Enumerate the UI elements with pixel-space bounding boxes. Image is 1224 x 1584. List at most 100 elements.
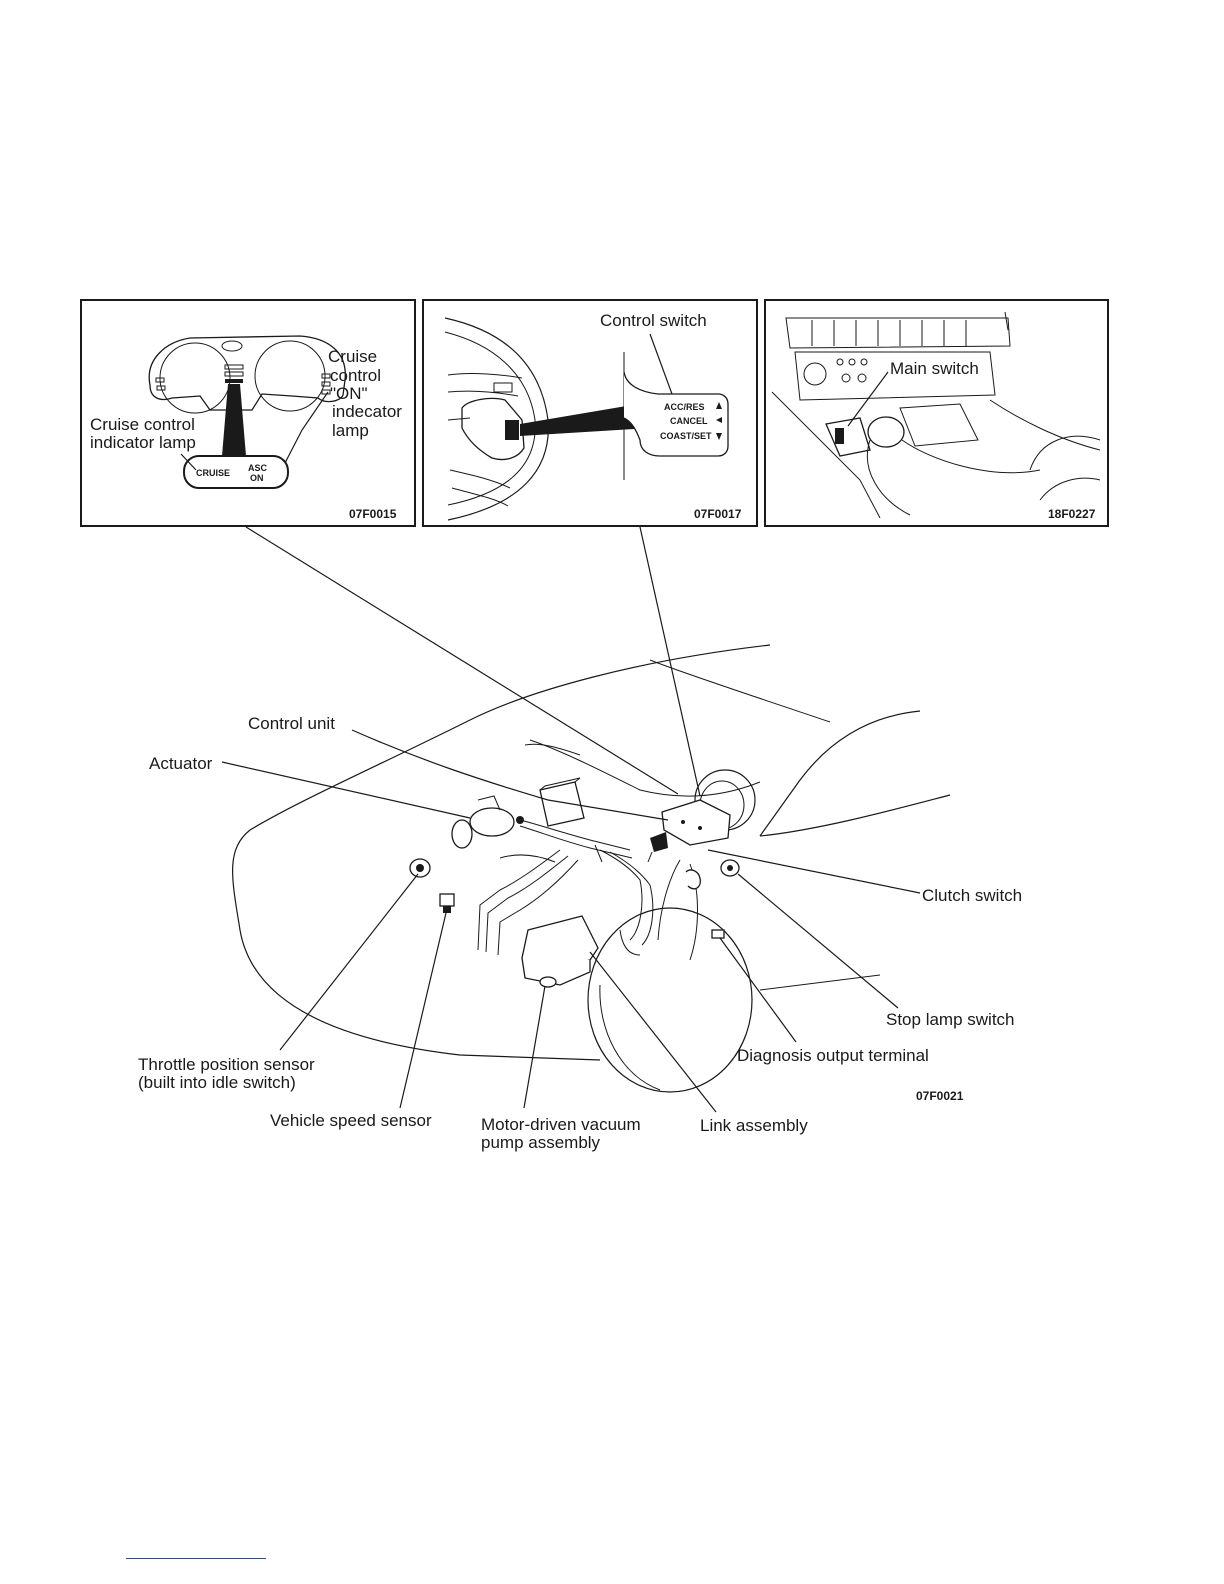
steering-spoke bbox=[447, 373, 523, 379]
leader-main-switch bbox=[847, 371, 889, 427]
brake-bracket bbox=[650, 832, 668, 852]
label-vacuum-pump: Motor-driven vacuum bbox=[481, 1115, 641, 1134]
throttle-sensor-core bbox=[416, 864, 424, 872]
front-wheel bbox=[587, 907, 753, 1093]
label-cruise-on: lamp bbox=[332, 421, 369, 440]
cluster-lamp-row bbox=[225, 379, 243, 383]
switch-knob bbox=[505, 420, 519, 440]
storage-tray bbox=[899, 403, 979, 447]
leader-stop-lamp-switch bbox=[737, 873, 899, 1009]
steering-spoke bbox=[447, 390, 519, 397]
panel-instrument-cluster: CRUISE ASC ON Cruise control "ON" indeca… bbox=[80, 299, 416, 527]
console-edge bbox=[771, 391, 881, 519]
cancel-label: CANCEL bbox=[670, 416, 708, 426]
label-main-switch: Main switch bbox=[890, 359, 979, 378]
panel-control-switch: ACC/RES CANCEL COAST/SET Control switch … bbox=[422, 299, 758, 527]
climate-button bbox=[836, 358, 844, 366]
speed-sensor-tip bbox=[443, 906, 451, 913]
diagnosis-terminal-part bbox=[711, 929, 725, 939]
link-cable bbox=[599, 849, 643, 941]
leader-clutch-switch bbox=[707, 849, 921, 894]
main-switch-block bbox=[825, 417, 871, 457]
on-text: ON bbox=[250, 473, 264, 483]
figure-code: 07F0017 bbox=[694, 507, 742, 521]
harness bbox=[519, 825, 633, 859]
shift-boot bbox=[866, 439, 1041, 516]
cluster-outline bbox=[148, 335, 346, 411]
up-arrow-icon bbox=[716, 402, 722, 409]
connector-switch bbox=[639, 526, 701, 797]
console-edge bbox=[989, 399, 1101, 451]
leader-indicator-lamp bbox=[180, 453, 197, 471]
label-control-unit: Control unit bbox=[248, 714, 335, 733]
leader-link-assembly bbox=[589, 951, 717, 1113]
cluster-lamp-row bbox=[224, 364, 244, 370]
leader-control-switch bbox=[649, 333, 673, 395]
figure-code: 07F0015 bbox=[349, 507, 397, 521]
wheel-tread bbox=[599, 984, 661, 1091]
label-vacuum-pump: pump assembly bbox=[481, 1133, 601, 1152]
leader-actuator bbox=[221, 761, 471, 819]
panel-frame bbox=[80, 299, 416, 527]
label-cruise-on: control bbox=[330, 366, 381, 385]
switch-detail bbox=[681, 820, 685, 824]
panel-main-switch: Main switch 18F0227 bbox=[764, 299, 1109, 527]
acc-res-label: ACC/RES bbox=[664, 402, 705, 412]
down-arrow-icon bbox=[716, 433, 722, 440]
vacuum-hose bbox=[497, 859, 579, 956]
climate-button bbox=[857, 373, 867, 383]
hood-line bbox=[649, 659, 831, 723]
climate-knob bbox=[803, 362, 827, 386]
leader-control-unit bbox=[547, 799, 669, 821]
cluster-lamp bbox=[321, 381, 331, 387]
label-indicator-lamp: indicator lamp bbox=[90, 433, 196, 452]
vacuum-pump-base bbox=[521, 957, 591, 986]
zoom-wedge bbox=[222, 384, 246, 456]
console-edge bbox=[1004, 311, 1009, 331]
link-cable bbox=[609, 851, 654, 946]
vacuum-hose bbox=[477, 849, 561, 951]
leader-cruise-on bbox=[284, 391, 329, 464]
cruise-text: CRUISE bbox=[196, 468, 230, 478]
control-unit-top bbox=[539, 777, 581, 791]
label-indicator-lamp: Cruise control bbox=[90, 415, 195, 434]
indicator-display bbox=[183, 455, 289, 489]
label-cruise-on: Cruise bbox=[328, 347, 377, 366]
coast-set-label: COAST/SET bbox=[660, 431, 712, 441]
harness bbox=[519, 819, 631, 851]
connector-cluster bbox=[245, 526, 679, 795]
cowl-line bbox=[759, 794, 951, 837]
control-switch-part bbox=[661, 799, 731, 846]
steering-spoke bbox=[451, 487, 509, 507]
label-stop-lamp-switch: Stop lamp switch bbox=[886, 1010, 1015, 1029]
leader-diagnosis-output bbox=[719, 937, 797, 1043]
firewall-line bbox=[529, 739, 761, 797]
asc-text: ASC bbox=[248, 463, 268, 473]
actuator-bracket bbox=[477, 795, 501, 811]
footer-rule bbox=[126, 1558, 266, 1559]
panel-frame bbox=[422, 299, 758, 527]
panel-frame bbox=[764, 299, 1109, 527]
fender-line bbox=[759, 974, 881, 991]
right-gauge bbox=[254, 340, 326, 412]
wiring bbox=[499, 854, 556, 863]
wire bbox=[447, 417, 471, 421]
cluster-lamp bbox=[321, 373, 331, 379]
vacuum-hose bbox=[485, 855, 569, 953]
zoom-wedge bbox=[520, 402, 650, 436]
label-cruise-on: indecator bbox=[332, 402, 402, 421]
figure-code: 07F0021 bbox=[916, 1089, 964, 1103]
leader-throttle-sensor bbox=[279, 873, 419, 1051]
clutch-switch-part bbox=[685, 869, 701, 890]
label-control-switch: Control switch bbox=[600, 311, 707, 330]
wiring bbox=[619, 929, 641, 956]
gear-knob bbox=[867, 416, 905, 448]
switch-bank bbox=[785, 317, 1011, 349]
climate-button bbox=[848, 358, 856, 366]
vacuum-pump-motor bbox=[539, 976, 557, 988]
hand-outline bbox=[1029, 435, 1101, 501]
steering-spoke bbox=[449, 469, 511, 489]
wiring bbox=[594, 844, 603, 863]
label-cruise-on: "ON" bbox=[330, 384, 368, 403]
